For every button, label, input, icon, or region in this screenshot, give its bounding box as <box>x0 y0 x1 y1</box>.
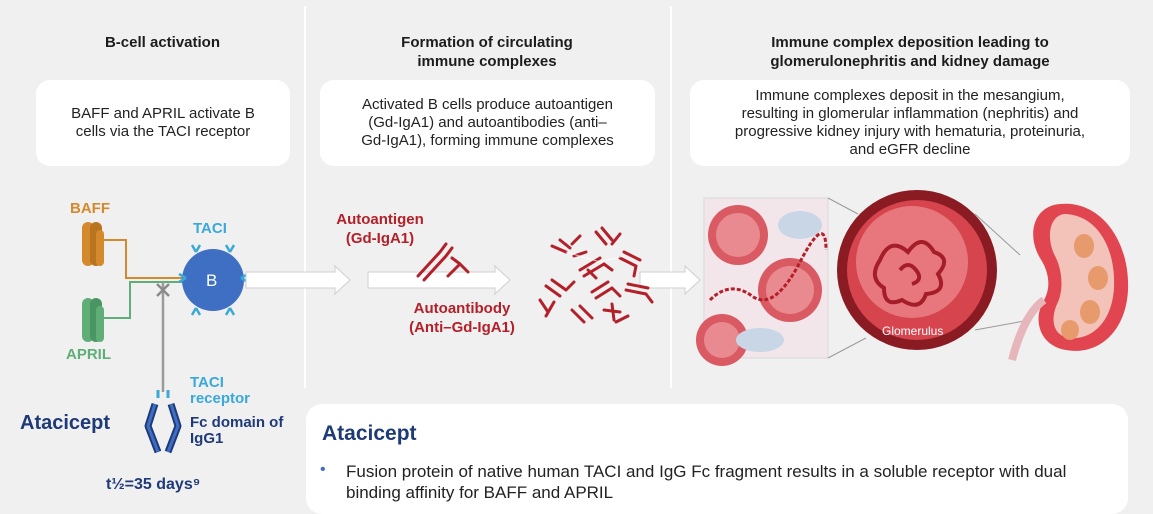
col2-title: Formation of circulating immune complexe… <box>401 34 573 70</box>
column-divider-1 <box>304 6 306 388</box>
baff-binding-line <box>104 239 184 279</box>
taci-receptor-label: TACI receptor <box>190 374 251 407</box>
block-x-icon <box>156 283 170 297</box>
col3-description-box: Immune complexes deposit in the mesangiu… <box>690 80 1130 166</box>
col1-description-box: BAFF and APRIL activate B cells via the … <box>36 80 290 166</box>
baff-label: BAFF <box>70 200 110 217</box>
col2-description: Activated B cells produce autoantigen (G… <box>361 96 614 149</box>
atacicept-info-title: Atacicept <box>322 422 417 445</box>
col1-title: B-cell activation <box>104 34 221 51</box>
arrow-activation-to-complexes <box>245 264 351 296</box>
taci-label: TACI <box>193 220 227 237</box>
zoom-line-kidney-top <box>974 213 1021 256</box>
col3-title: Immune complex deposition leading to glo… <box>770 34 1050 70</box>
atacicept-molecule-icon <box>144 390 182 454</box>
column-divider-2 <box>670 6 672 388</box>
april-label: APRIL <box>66 346 111 363</box>
immune-complexes-cluster-icon <box>538 226 654 324</box>
glomerulus-label: Glomerulus <box>882 324 944 338</box>
arrow-complexes-to-deposition <box>639 264 701 296</box>
atacicept-label: Atacicept <box>20 412 111 434</box>
col3-description: Immune complexes deposit in the mesangiu… <box>734 87 1086 158</box>
glomerulus-icon <box>837 190 997 350</box>
kidney-icon <box>1008 203 1129 362</box>
half-life-label: t½=35 days⁹ <box>106 476 201 493</box>
pathway-illustration <box>82 190 1129 454</box>
autoantigen-molecule-icon <box>416 242 470 282</box>
bullet-dot: • <box>320 461 326 478</box>
zoom-line-bottom <box>827 337 867 359</box>
baff-protein-icon <box>82 222 104 266</box>
atacicept-info-box: Atacicept • Fusion protein of native hum… <box>306 404 1128 514</box>
col2-description-box: Activated B cells produce autoantigen (G… <box>320 80 655 166</box>
arrow-autoantigen <box>367 264 511 296</box>
autoantigen-label: Autoantigen (Gd-IgA1) <box>336 211 424 247</box>
april-binding-line <box>104 281 184 319</box>
b-cell-icon <box>178 244 249 316</box>
zoom-line-kidney-bottom <box>974 319 1031 331</box>
zoom-line-top <box>827 197 859 215</box>
b-cell-label: B <box>206 271 218 290</box>
april-protein-icon <box>82 298 104 342</box>
col1-description: BAFF and APRIL activate B cells via the … <box>71 105 255 140</box>
mesangium-tissue-panel <box>696 197 829 366</box>
atacicept-info-bullet: Fusion protein of native human TACI and … <box>346 462 1067 502</box>
autoantibody-label: Autoantibody (Anti–Gd-IgA1) <box>409 300 515 336</box>
fc-domain-label: Fc domain of IgG1 <box>190 414 284 447</box>
